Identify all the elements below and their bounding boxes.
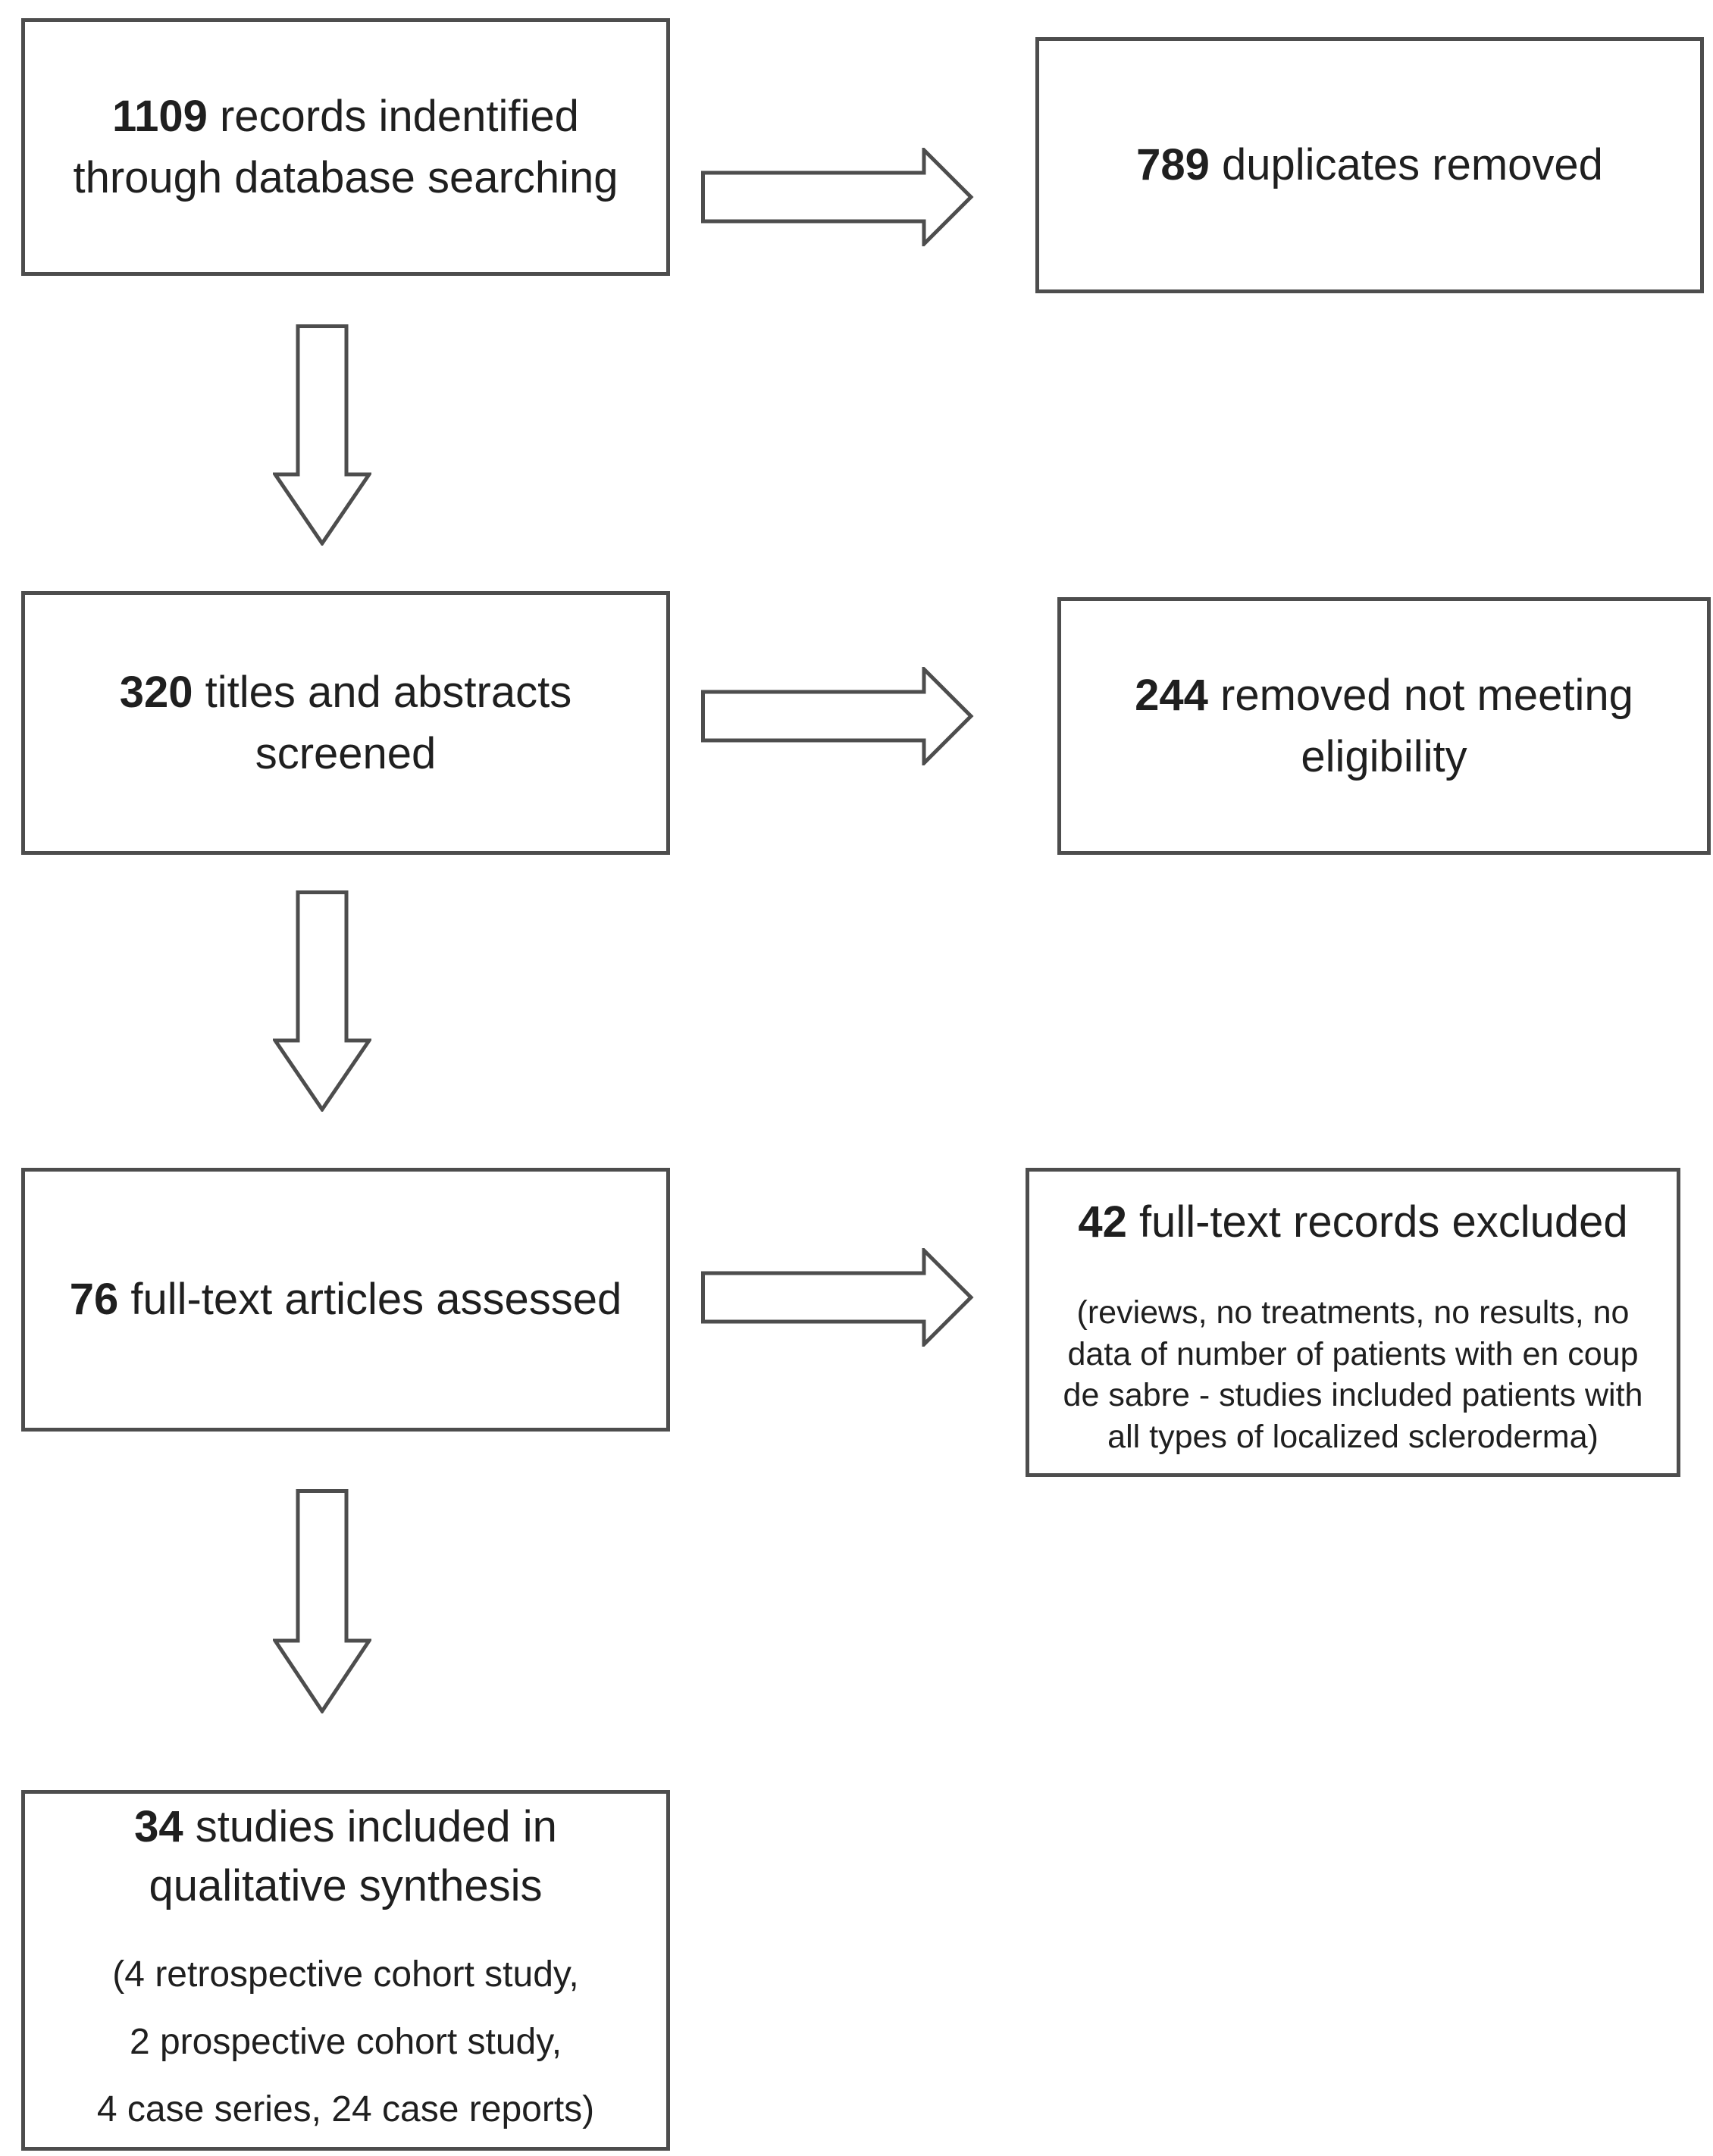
box-titles-abstracts-screened: 320 titles and abstracts screened (21, 591, 670, 855)
right-arrow-icon (701, 148, 974, 246)
box-removed-not-eligible: 244 removed not meeting eligibility (1057, 597, 1711, 855)
fulltext-excluded-count: 42 (1078, 1197, 1127, 1247)
records-identified-count: 1109 (112, 91, 208, 141)
box-records-identified: 1109 records indentified through databas… (21, 18, 670, 276)
right-arrow-icon (701, 1248, 974, 1347)
not-eligible-text: 244 removed not meeting eligibility (1119, 665, 1649, 787)
not-eligible-count: 244 (1135, 670, 1208, 720)
studies-included-detail: (4 retrospective cohort study, 2 prospec… (97, 1942, 594, 2143)
fulltext-assessed-text: 76 full-text articles assessed (70, 1269, 622, 1330)
right-arrow-icon (701, 667, 974, 765)
fulltext-excluded-detail: (reviews, no treatments, no results, no … (1063, 1294, 1643, 1456)
box-fulltext-assessed: 76 full-text articles assessed (21, 1168, 670, 1432)
studies-included-label: studies included in qualitative synthesi… (149, 1801, 557, 1910)
down-arrow-icon (273, 1489, 371, 1713)
records-identified-text: 1109 records indentified through databas… (73, 86, 618, 208)
studies-included-detail-line: 2 prospective cohort study, (129, 2021, 562, 2062)
screening-count: 320 (119, 667, 193, 717)
studies-included-detail-line: (4 retrospective cohort study, (112, 1954, 579, 1995)
duplicates-removed-text: 789 duplicates removed (1136, 134, 1603, 196)
studies-included-detail-line: 4 case series, 24 case reports) (96, 2089, 595, 2129)
not-eligible-label: removed not meeting eligibility (1207, 670, 1633, 781)
box-studies-included: 34 studies included in qualitative synth… (21, 1790, 670, 2151)
screening-text: 320 titles and abstracts screened (80, 662, 611, 784)
screening-label: titles and abstracts screened (193, 667, 572, 778)
box-duplicates-removed: 789 duplicates removed (1035, 37, 1704, 293)
studies-included-text: 34 studies included in qualitative synth… (103, 1798, 588, 1917)
down-arrow-icon (273, 324, 371, 546)
fulltext-assessed-count: 76 (69, 1275, 119, 1325)
down-arrow-icon (273, 890, 371, 1112)
box-fulltext-excluded: 42 full-text records excluded (reviews, … (1026, 1168, 1680, 1477)
studies-included-count: 34 (134, 1801, 183, 1851)
fulltext-assessed-label: full-text articles assessed (118, 1275, 622, 1325)
fulltext-excluded-label: full-text records excluded (1126, 1197, 1628, 1247)
fulltext-excluded-text: 42 full-text records excluded (1078, 1191, 1627, 1253)
records-identified-label: records indentified through database sea… (73, 91, 618, 202)
duplicates-removed-count: 789 (1136, 140, 1210, 190)
duplicates-removed-label: duplicates removed (1209, 140, 1603, 190)
